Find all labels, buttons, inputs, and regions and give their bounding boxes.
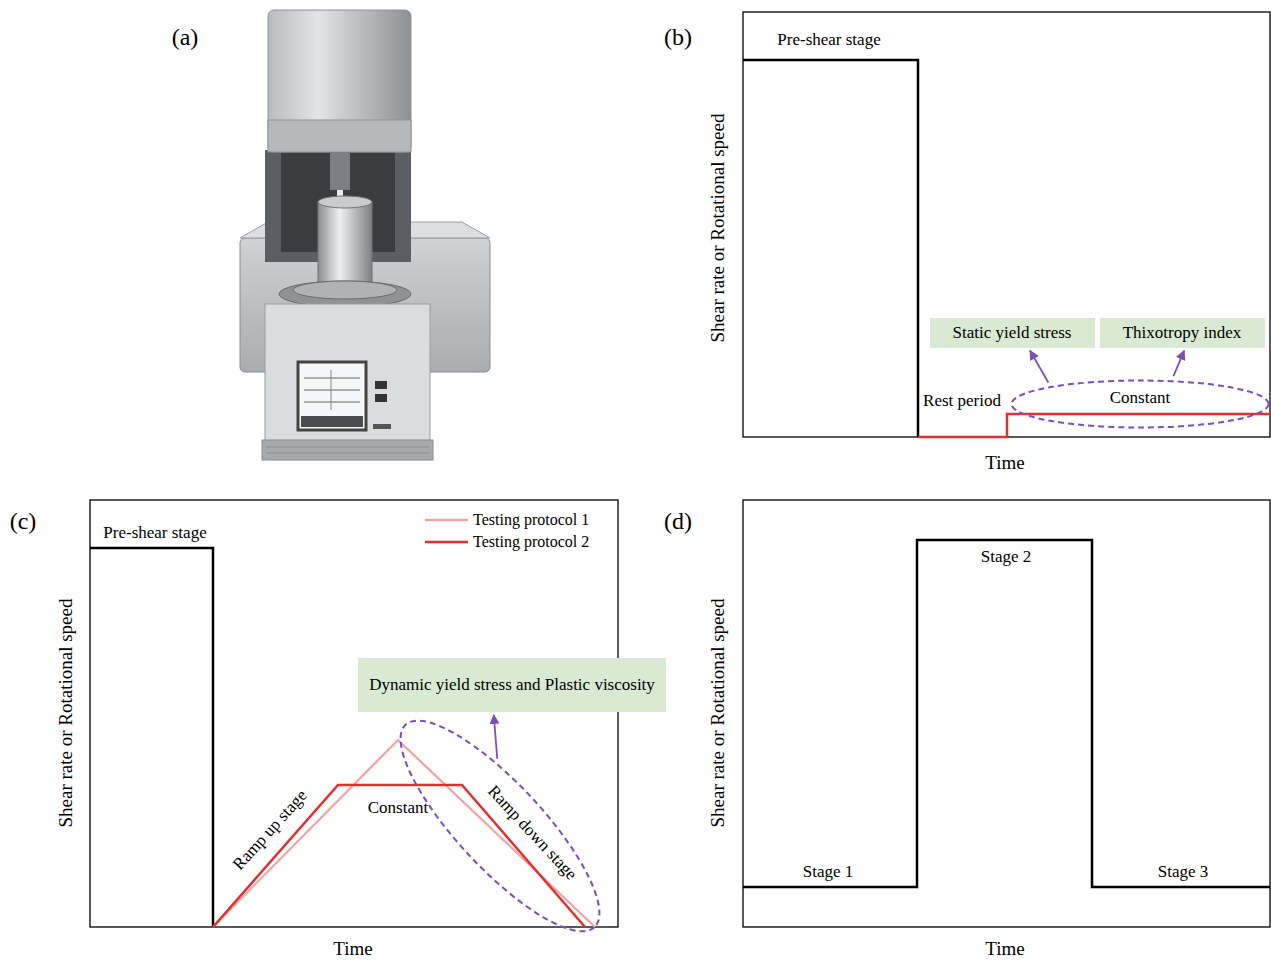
rheometer-illustration-part xyxy=(265,304,430,444)
chart-b-part xyxy=(743,12,1270,437)
chart-b-part xyxy=(743,60,918,437)
text-label: (b) xyxy=(664,24,692,52)
text-label: Shear rate or Rotational speed xyxy=(707,599,729,828)
text-label: Constant xyxy=(368,798,428,818)
text-label: Stage 2 xyxy=(981,547,1032,567)
rheometer-illustration-part xyxy=(318,196,372,208)
chart-c-part xyxy=(213,785,585,927)
chart-b xyxy=(743,12,1270,437)
text-label: Time xyxy=(985,938,1024,960)
dashed-ellipse xyxy=(1012,381,1269,428)
node-text: Dynamic yield stress and Plastic viscosi… xyxy=(369,675,655,695)
text-label: Time xyxy=(985,452,1024,474)
callout-arrow xyxy=(1030,351,1048,383)
chart-d-part xyxy=(743,540,1270,887)
callout-arrow xyxy=(494,715,498,759)
result-box: Thixotropy index xyxy=(1100,318,1265,348)
text-label: (a) xyxy=(172,24,199,52)
result-box: Static yield stress xyxy=(930,318,1095,348)
text-label: (d) xyxy=(664,508,692,536)
rheometer-illustration-part xyxy=(266,453,429,454)
text-label: Pre-shear stage xyxy=(103,523,206,543)
rheometer-illustration-part xyxy=(330,152,350,190)
chart-d xyxy=(743,500,1270,927)
chart-c-part xyxy=(90,548,213,927)
text-label: Pre-shear stage xyxy=(777,30,880,50)
dashed-ellipse xyxy=(374,696,625,957)
node-text: Static yield stress xyxy=(953,323,1072,343)
rheometer-illustration xyxy=(240,10,490,460)
rheometer-illustration-part xyxy=(304,402,360,403)
node-text: Constant xyxy=(1110,388,1170,408)
chart-c xyxy=(90,500,618,927)
chart-c-part xyxy=(425,541,468,544)
text-label: Shear rate or Rotational speed xyxy=(55,599,77,828)
chart-c-part xyxy=(213,740,595,927)
legend-text: Testing protocol 2 xyxy=(473,533,589,551)
chart-c-part xyxy=(90,500,618,927)
callout-arrow xyxy=(1173,351,1184,376)
rheometer-illustration-part xyxy=(279,281,411,307)
node-text: Ramp down stage xyxy=(484,782,581,884)
highlight-ellipse: Ramp down stage xyxy=(372,694,627,959)
chart-c-part xyxy=(425,519,468,522)
rheometer-illustration-part xyxy=(301,416,363,427)
legend-text: Testing protocol 1 xyxy=(473,511,589,529)
rheometer-illustration-part xyxy=(268,10,411,152)
ellipse-outline xyxy=(372,694,627,959)
rheometer-illustration-part xyxy=(304,390,360,391)
rheometer-illustration-part xyxy=(298,362,366,430)
text-label: Stage 1 xyxy=(803,862,854,882)
rheometer-illustration-part xyxy=(318,202,372,292)
text-label: Rest period xyxy=(921,391,1003,411)
chart-d-part xyxy=(743,500,1270,927)
result-box: Dynamic yield stress and Plastic viscosi… xyxy=(358,658,666,712)
rheometer-illustration-part xyxy=(373,424,391,429)
rheometer-illustration-part xyxy=(268,120,411,152)
rheometer-illustration-part xyxy=(293,281,397,299)
rheometer-illustration-part xyxy=(331,370,332,410)
node-text: Thixotropy index xyxy=(1123,323,1242,343)
text-label: Time xyxy=(333,938,372,960)
rheometer-illustration-part xyxy=(375,394,387,402)
rheometer-illustration-part xyxy=(262,440,433,460)
rheometer-illustration-part xyxy=(375,381,387,389)
highlight-ellipse: Constant xyxy=(1010,379,1270,429)
text-label: Stage 3 xyxy=(1158,862,1209,882)
rheometer-illustration-part xyxy=(304,378,360,379)
rheometer-illustration-part xyxy=(266,447,429,448)
text-label: Shear rate or Rotational speed xyxy=(707,114,729,343)
text-label: (c) xyxy=(10,508,37,536)
